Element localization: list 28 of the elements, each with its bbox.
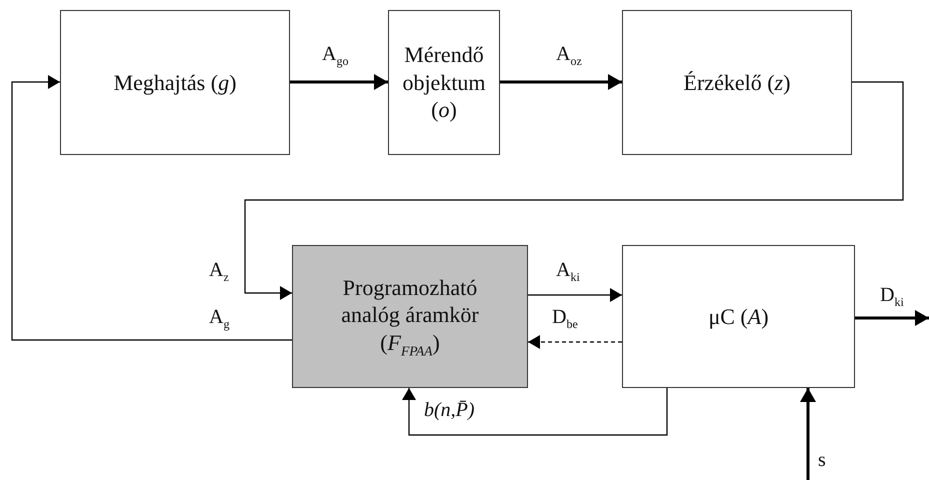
box-label: μC (A) [708,302,769,330]
edge-label: b(n,P̄) [424,400,475,420]
process-box [388,10,500,155]
arrow [855,310,929,326]
edge-label: D$_{ki}$ [880,285,904,308]
arrow [528,335,622,349]
box-label: Mérendő objektum (o) [401,41,487,124]
box-label: Meghajtás (g) [114,68,236,96]
process-box [622,245,855,388]
arrow [290,74,388,90]
edge-label: A$_{g}$ [209,307,230,330]
arrow [528,288,622,302]
arrow [244,81,904,300]
box-label: Érzékelő (z) [684,68,790,96]
edge-label: A$_{ki}$ [556,260,580,283]
arrow [402,388,668,436]
arrow [800,388,816,480]
edge-label: A$_{go}$ [322,44,348,67]
process-box [60,10,290,155]
edge-label: D$_{be}$ [552,307,578,330]
process-box [292,245,528,388]
arrow [11,75,292,341]
edge-label: A$_{z}$ [209,260,229,283]
edge-label: s [818,450,826,470]
box-label: Programozható analóg áramkör (F$_{FPAA}$) [340,274,480,360]
arrow [500,74,622,90]
process-box [622,10,852,155]
edge-label: A$_{oz}$ [556,44,582,67]
